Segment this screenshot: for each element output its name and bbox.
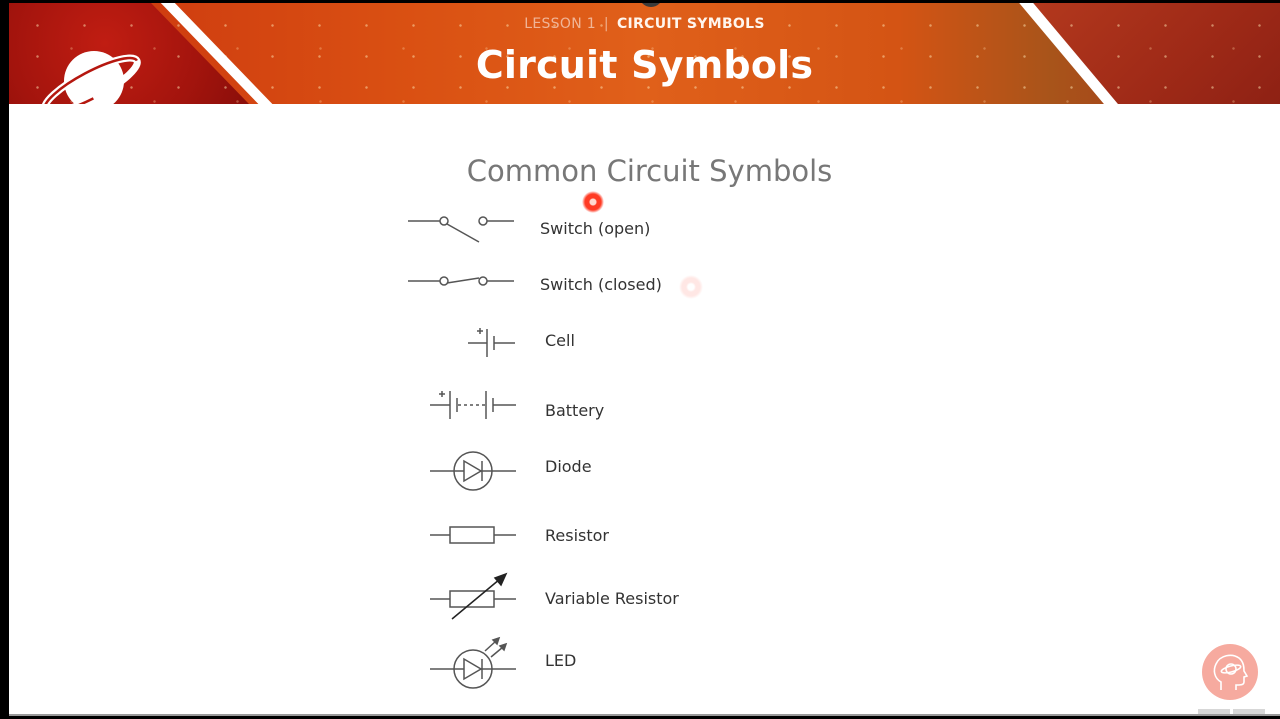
symbol-row-switch-open: Switch (open): [9, 205, 1280, 245]
cursor-trail: [679, 275, 703, 299]
progress-bar[interactable]: [9, 714, 1280, 716]
variable-resistor-icon: [430, 572, 516, 620]
header-banner: LESSON 1 | CIRCUIT SYMBOLS Circuit Symbols: [9, 3, 1280, 104]
section-title: Common Circuit Symbols: [9, 154, 1280, 188]
symbol-row-switch-closed: Switch (closed): [9, 261, 1280, 301]
section-title-text: Common Circuit Symbols: [466, 154, 833, 188]
switch-open-icon: [408, 216, 514, 243]
switch-closed-icon: [408, 276, 514, 286]
help-button[interactable]: [1202, 644, 1258, 700]
symbol-label: Resistor: [545, 526, 609, 545]
cursor-pointer: [582, 191, 604, 213]
symbol-label: Battery: [545, 401, 605, 420]
prev-slide-button[interactable]: [1198, 709, 1230, 716]
head-planet-icon: [1213, 654, 1249, 690]
symbol-row-led: LED: [9, 629, 1280, 689]
breadcrumb: LESSON 1 | CIRCUIT SYMBOLS: [9, 16, 1280, 32]
breadcrumb-separator: |: [603, 16, 609, 32]
symbol-label: Diode: [545, 457, 592, 476]
symbol-label: LED: [545, 651, 577, 670]
symbol-label: Variable Resistor: [545, 589, 679, 608]
symbol-label: Switch (open): [540, 219, 651, 238]
symbol-row-diode: Diode: [9, 447, 1280, 491]
planet-logo-icon: [41, 51, 141, 104]
slide-frame: LESSON 1 | CIRCUIT SYMBOLS Circuit Symbols…: [9, 3, 1280, 716]
breadcrumb-lesson[interactable]: LESSON 1: [524, 16, 596, 32]
cell-icon: [468, 328, 515, 357]
symbol-label: Switch (closed): [540, 275, 662, 294]
symbol-row-battery: Battery: [9, 385, 1280, 425]
resistor-icon: [430, 526, 516, 544]
symbol-label: Cell: [545, 331, 575, 350]
breadcrumb-current: CIRCUIT SYMBOLS: [616, 16, 765, 32]
battery-icon: [430, 391, 516, 419]
symbol-row-variable-resistor: Variable Resistor: [9, 569, 1280, 620]
top-handle: [639, 3, 663, 7]
symbol-row-resistor: Resistor: [9, 515, 1280, 555]
symbol-row-cell: Cell: [9, 321, 1280, 361]
diode-icon: [430, 451, 516, 491]
next-slide-button[interactable]: [1233, 709, 1265, 716]
led-icon: [430, 636, 516, 689]
page-title: Circuit Symbols: [475, 43, 814, 87]
